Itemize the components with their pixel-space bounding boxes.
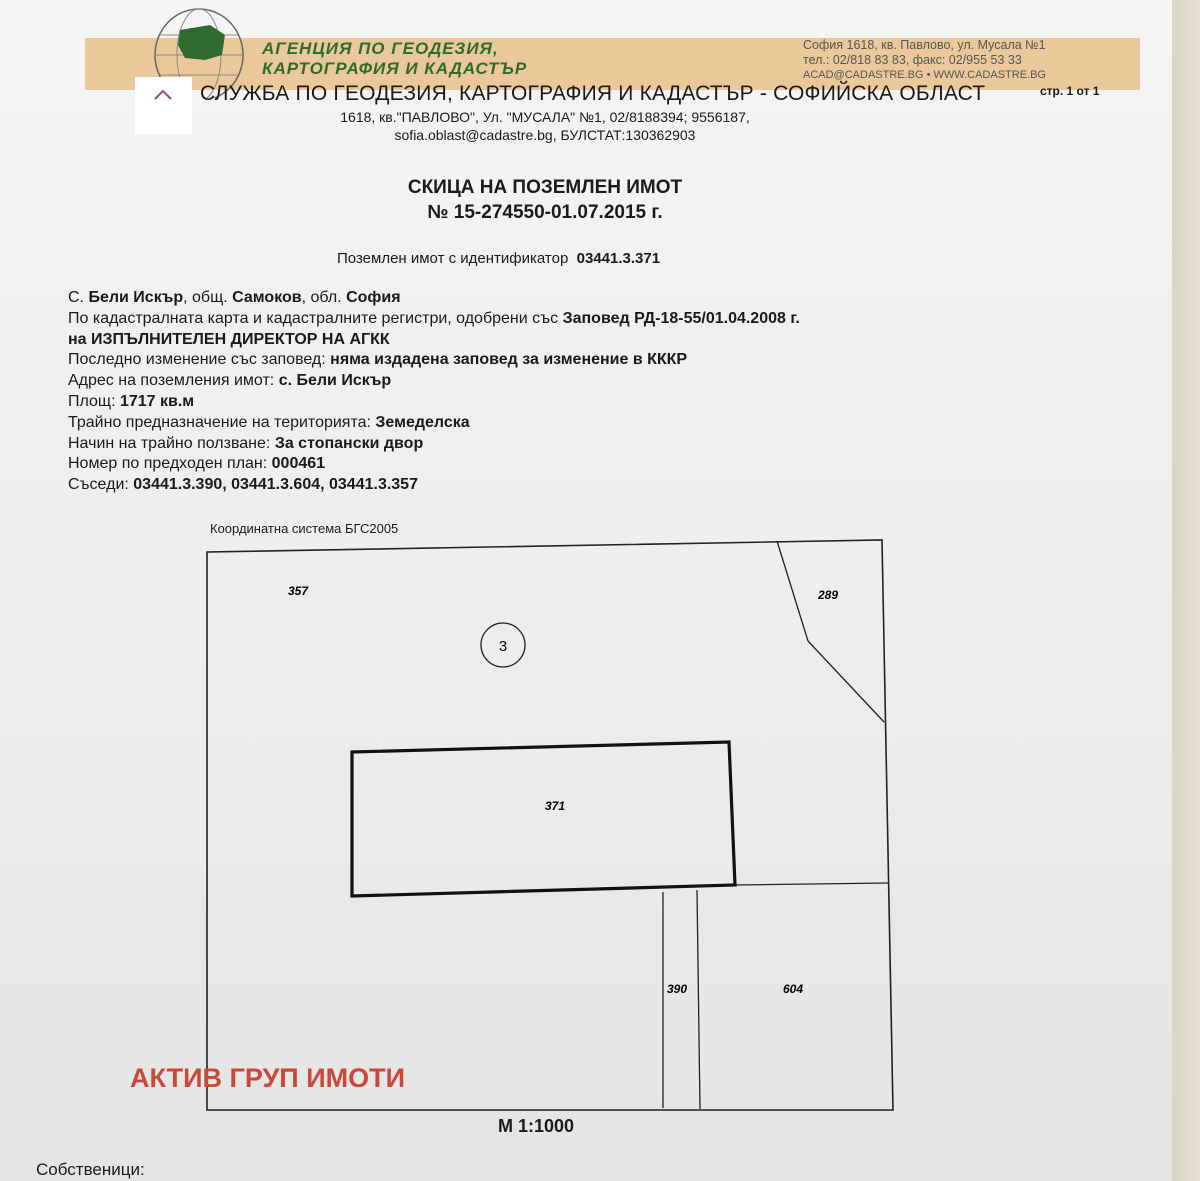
- info-value: на ИЗПЪЛНИТЕЛЕН ДИРЕКТОР НА АГКК: [68, 330, 390, 348]
- info-value: 000461: [271, 455, 326, 473]
- info-line: Начин на трайно ползване: За стопански д…: [68, 434, 800, 455]
- info-label: По кадастралната карта и кадастралните р…: [68, 309, 563, 327]
- info-label: Съседи:: [68, 476, 134, 494]
- parcel-289-boundary: [776, 540, 885, 723]
- agency-contact-web: ACAD@CADASTRE.BG • WWW.CADASTRE.BG: [803, 69, 1046, 81]
- info-value: 03441.3.390, 03441.3.604, 03441.3.357: [133, 476, 418, 494]
- info-value: 1717 кв.м: [119, 392, 195, 410]
- info-value: За стопански двор: [274, 434, 424, 452]
- parcel-604-top-boundary: [734, 882, 889, 886]
- document-number: № 15-274550-01.07.2015 г.: [427, 202, 663, 223]
- info-label: , общ.: [183, 289, 233, 306]
- info-label: , обл.: [301, 289, 347, 306]
- agency-contact-phone: тел.: 02/818 83 83, факс: 02/955 53 33: [803, 53, 1022, 67]
- service-address: 1618, кв."ПАВЛОВО", Ул. "МУСАЛА" №1, 02/…: [340, 109, 750, 125]
- label-357: 357: [288, 584, 309, 598]
- identifier-label: Поземлен имот с идентификатор: [337, 250, 569, 267]
- info-value: няма издадена заповед за изменение в ККК…: [330, 351, 688, 369]
- info-line: Адрес на поземления имот: с. Бели Искър: [68, 371, 800, 392]
- agency-globe-logo: [154, 8, 244, 98]
- info-line: Съседи: 03441.3.390, 03441.3.604, 03441.…: [68, 475, 800, 496]
- label-289: 289: [817, 588, 838, 602]
- info-line: Площ: 1717 кв.м: [68, 392, 800, 413]
- document-page: [0, 0, 1172, 1181]
- watermark-logo: [135, 77, 192, 134]
- coordinate-system: Координатна система БГС2005: [210, 521, 399, 536]
- info-line: С. Бели Искър, общ. Самоков, обл. София: [68, 288, 800, 309]
- info-line: Трайно предназначение на територията: Зе…: [68, 413, 800, 434]
- info-line: на ИЗПЪЛНИТЕЛЕН ДИРЕКТОР НА АГКК: [68, 330, 800, 351]
- info-label: Трайно предназначение на територията:: [68, 413, 376, 431]
- info-label: Площ:: [68, 392, 120, 410]
- info-line: Номер по предходен план: 000461: [68, 454, 800, 475]
- map-scale: М 1:1000: [498, 1116, 575, 1136]
- info-label: Начин на трайно ползване:: [68, 434, 275, 452]
- document-title: СКИЦА НА ПОЗЕМЛЕН ИМОТ: [407, 177, 683, 198]
- parcel-390-604-boundary: [696, 889, 701, 1110]
- info-label: Номер по предходен план:: [68, 455, 272, 473]
- service-title: СЛУЖБА ПО ГЕОДЕЗИЯ, КАРТОГРАФИЯ И КАДАСТ…: [200, 82, 986, 105]
- agency-contact-address: София 1618, кв. Павлово, ул. Мусала №1: [803, 38, 1046, 52]
- circle-label: 3: [499, 638, 507, 655]
- agency-name-line1: АГЕНЦИЯ ПО ГЕОДЕЗИЯ,: [262, 39, 499, 58]
- label-371: 371: [545, 799, 565, 813]
- info-label: Последно изменение със заповед:: [68, 351, 331, 369]
- info-label: Адрес на поземления имот:: [68, 372, 279, 390]
- identifier-value: 03441.3.371: [576, 250, 661, 267]
- label-604: 604: [783, 982, 803, 996]
- info-line: По кадастралната карта и кадастралните р…: [68, 309, 800, 330]
- label-390: 390: [667, 982, 687, 996]
- letterhead-band: [85, 38, 1140, 90]
- info-value: Бели Искър: [88, 289, 184, 306]
- owners-label: Собственици:: [36, 1160, 145, 1179]
- map-frame: [206, 539, 894, 1111]
- parcel-371: [350, 740, 737, 898]
- info-value: с. Бели Искър: [278, 372, 392, 390]
- watermark-text: АКТИВ ГРУП ИМОТИ: [130, 1063, 406, 1093]
- info-value: Самоков: [232, 289, 302, 306]
- service-contact: sofia.oblast@cadastre.bg, БУЛСТАТ:130362…: [394, 127, 696, 143]
- info-value: Земеделска: [375, 413, 470, 431]
- agency-name-line2: КАРТОГРАФИЯ И КАДАСТЪР: [262, 59, 528, 78]
- info-value: Заповед РД-18-55/01.04.2008 г.: [562, 309, 800, 327]
- info-label: С.: [68, 289, 89, 306]
- info-value: София: [346, 289, 401, 306]
- property-identifier: Поземлен имот с идентификатор 03441.3.37…: [337, 250, 660, 267]
- info-line: Последно изменение със заповед: няма изд…: [68, 350, 800, 371]
- page-number: стр. 1 от 1: [1040, 84, 1100, 98]
- sheet-circle: [480, 622, 526, 668]
